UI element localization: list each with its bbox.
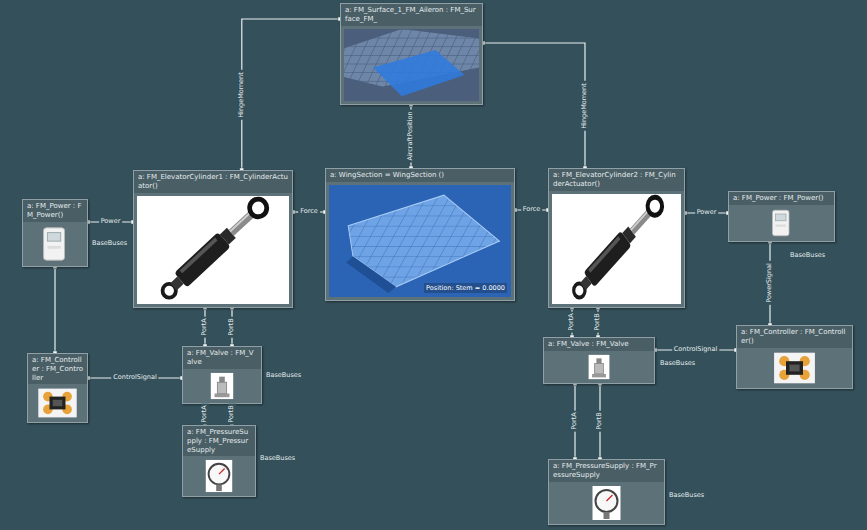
component-block: a: FM_Valve : FM_Valve: [543, 337, 655, 384]
connector-label: Force: [521, 206, 543, 214]
connector-label: ControlSignal: [672, 346, 719, 354]
block-title: a: FM_Controller : FM_Controller: [28, 354, 87, 384]
connector-label: PortA: [201, 404, 209, 425]
connector-label: PortB: [228, 404, 236, 425]
connector-label: Power: [99, 218, 123, 226]
block-icon: [344, 29, 479, 101]
connector: [481, 41, 587, 170]
component-block: a: FM_ElevatorCylinder2 : FM_CylinderAct…: [548, 168, 685, 308]
connector-label: AircraftPosition: [407, 110, 415, 163]
connector-label: PortA: [571, 411, 579, 432]
port-label: BaseBuses: [660, 360, 695, 368]
connector-label: PortB: [596, 411, 604, 432]
connector-label: PortA: [568, 312, 576, 333]
block-title: a: FM_Surface_1_FM_Aileron : FM_Surface_…: [341, 4, 482, 26]
component-block: a: FM_Controller : FM_Controller: [27, 353, 88, 423]
component-block: a: FM_ElevatorCylinder1 : FM_CylinderAct…: [133, 170, 293, 308]
block-title: a: WingSection = WingSection (): [326, 169, 514, 182]
connector-label: HingeMoment: [581, 81, 589, 131]
connector-label: PortA: [201, 316, 209, 337]
block-title: a: FM_Power : FM_Power(): [23, 200, 87, 222]
connector: [53, 265, 57, 356]
component-block: a: FM_Power : FM_Power(): [22, 199, 88, 267]
component-block: a: FM_Surface_1_FM_Aileron : FM_Surface_…: [340, 3, 483, 105]
component-block: a: FM_Valve : FM_Valve: [182, 346, 262, 404]
block-title: a: FM_PressureSupply : FM_PressureSupply: [183, 426, 255, 456]
port-label: BaseBuses: [92, 240, 127, 248]
block-title: a: FM_PressureSupply : FM_PressureSupply: [549, 460, 664, 482]
block-icon: [26, 225, 84, 263]
value-readout: Position: Stem = 0.0000: [424, 283, 507, 293]
block-icon: [186, 372, 258, 400]
block-title: a: FM_Controller : FM_Controller(): [737, 326, 852, 348]
block-icon: [740, 351, 849, 385]
connector-label: PortB: [594, 312, 602, 333]
connector-label: ControlSignal: [111, 374, 158, 382]
component-block: a: WingSection = WingSection () Position:…: [325, 168, 515, 301]
component-block: a: FM_Controller : FM_Controller(): [736, 325, 853, 389]
connector-label: PortB: [228, 316, 236, 337]
block-icon: Position: Stem = 0.0000: [329, 185, 511, 297]
port-label: BaseBuses: [266, 372, 301, 380]
port-label: BaseBuses: [669, 492, 704, 500]
block-title: a: FM_Power : FM_Power(): [729, 192, 834, 205]
block-icon: [547, 354, 651, 380]
block-icon: [186, 459, 252, 493]
port-label: BaseBuses: [260, 455, 295, 463]
component-block: a: FM_Power : FM_Power(): [728, 191, 835, 242]
connector: [240, 17, 342, 172]
block-title: a: FM_ElevatorCylinder1 : FM_CylinderAct…: [134, 171, 292, 193]
block-icon: [137, 196, 289, 304]
block-title: a: FM_Valve : FM_Valve: [183, 347, 261, 369]
block-title: a: FM_ElevatorCylinder2 : FM_CylinderAct…: [549, 169, 684, 191]
connector-label: Power: [695, 209, 719, 217]
component-block: a: FM_PressureSupply : FM_PressureSupply: [548, 459, 665, 525]
connector-label: PowerSignal: [766, 262, 774, 306]
block-icon: [732, 208, 831, 238]
connector-label: HingeMoment: [238, 70, 246, 120]
port-label: BaseBuses: [790, 252, 825, 260]
component-block: a: FM_PressureSupply : FM_PressureSupply: [182, 425, 256, 497]
block-icon: [31, 387, 84, 419]
block-icon: [552, 194, 681, 304]
connector-label: Force: [298, 208, 320, 216]
block-title: a: FM_Valve : FM_Valve: [544, 338, 654, 351]
block-icon: [552, 485, 661, 521]
